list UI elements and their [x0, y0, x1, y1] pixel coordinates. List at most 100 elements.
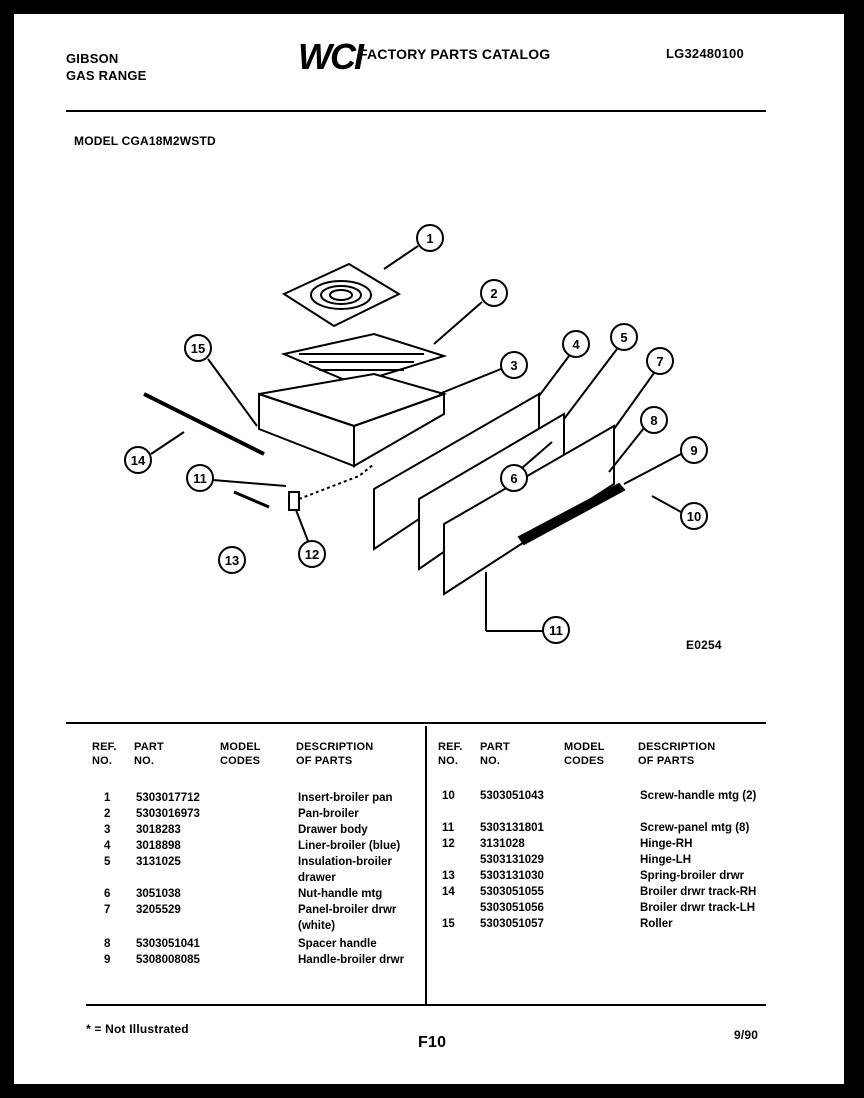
desc-cell: Spacer handle	[298, 938, 377, 950]
exploded-parts-diagram: 1 2 3 4 5 6 7 8 9 10 11 12 13 14 15 11	[124, 224, 708, 644]
header-model-codes-right: MODEL CODES	[564, 741, 605, 767]
page-number: F10	[418, 1034, 447, 1051]
brand-block: GIBSON GAS RANGE	[66, 50, 147, 84]
callout-9	[623, 436, 708, 485]
part-cell: 5303131029	[480, 854, 544, 866]
callout-label-7: 7	[656, 354, 663, 369]
header-model-codes: MODEL CODES	[220, 741, 261, 767]
callout-label-3: 3	[510, 358, 517, 373]
part-cell: 5303051055	[480, 886, 544, 898]
desc-cell: Handle-broiler drwr	[298, 954, 405, 966]
catalog-title: FACTORY PARTS CATALOG	[359, 46, 551, 62]
not-illustrated-note: * = Not Illustrated	[86, 1022, 189, 1036]
drawer-body	[258, 372, 448, 468]
callout-2	[433, 279, 508, 345]
table-divider	[425, 726, 427, 1006]
header-description: DESCRIPTION OF PARTS	[296, 741, 374, 767]
ref-cell: 5	[104, 856, 111, 868]
brand-name: GIBSON	[66, 51, 119, 66]
ref-cell: 13	[442, 870, 455, 882]
desc-cell: Insert-broiler pan	[298, 792, 393, 804]
hinge-dashed-line	[298, 463, 375, 500]
callout-label-1: 1	[426, 231, 433, 246]
callout-7	[613, 347, 674, 430]
ref-cell: 1	[104, 792, 111, 804]
hinge	[288, 491, 300, 511]
desc-cell: Roller	[640, 918, 673, 930]
header-part-right: PART NO.	[480, 741, 510, 767]
header-ref-right: REF. NO.	[438, 741, 463, 767]
part-cell: 5303131801	[480, 822, 544, 834]
ref-cell: 2	[104, 808, 111, 820]
ref-cell: 14	[442, 886, 455, 898]
callout-label-8: 8	[650, 413, 657, 428]
part-cell: 5303016973	[136, 808, 200, 820]
model-number: MODEL CGA18M2WSTD	[74, 134, 216, 148]
callout-label-10: 10	[687, 509, 701, 524]
callout-label-5: 5	[620, 330, 627, 345]
callout-label-4: 4	[572, 337, 580, 352]
spring-broiler-drawer	[233, 490, 270, 509]
ref-cell: 3	[104, 824, 111, 836]
header-description-right: DESCRIPTION OF PARTS	[638, 741, 716, 767]
part-cell: 5303051041	[136, 938, 200, 950]
part-cell: 5303131030	[480, 870, 544, 882]
callout-label-6: 6	[510, 471, 517, 486]
callout-label-9: 9	[690, 443, 697, 458]
callout-15	[184, 334, 258, 427]
part-cell: 5303051057	[480, 918, 544, 930]
header-part: PART NO.	[134, 741, 164, 767]
desc-cell: Drawer body	[298, 824, 368, 836]
callout-label-15: 15	[191, 341, 205, 356]
callout-label-13: 13	[225, 553, 239, 568]
catalog-number: LG32480100	[666, 46, 744, 61]
desc-cell: Broiler drwr track-RH	[640, 886, 757, 898]
callout-6	[500, 441, 553, 492]
part-cell: 3018283	[136, 824, 181, 836]
part-cell: 5303017712	[136, 792, 200, 804]
part-cell: 3131028	[480, 838, 525, 850]
product-type: GAS RANGE	[66, 68, 147, 83]
desc-cell: Spring-broiler drwr	[640, 870, 745, 882]
broiler-drawer-track	[143, 392, 265, 456]
part-cell: 3018898	[136, 840, 181, 852]
callout-label-14: 14	[131, 453, 146, 468]
callout-8	[608, 406, 668, 473]
diagram-code: E0254	[686, 638, 722, 652]
callout-label-12: 12	[305, 547, 319, 562]
desc-cell: Screw-handle mtg (2)	[640, 790, 757, 802]
desc-cell: Insulation-broiler drawer	[298, 856, 392, 884]
callout-label-2: 2	[490, 286, 497, 301]
part-cell: 3051038	[136, 888, 181, 900]
callout-5	[563, 323, 638, 420]
ref-cell: 11	[442, 822, 455, 834]
panel-broiler-drawer	[443, 424, 615, 596]
desc-cell: Hinge-RH	[640, 838, 693, 850]
callout-label-11-lower: 11	[549, 623, 563, 638]
wci-logo: WCI	[298, 36, 364, 77]
part-cell: 5308008085	[136, 954, 200, 966]
callout-14	[124, 431, 185, 474]
desc-cell: Hinge-LH	[640, 854, 692, 866]
desc-cell: Pan-broiler	[298, 808, 359, 820]
callout-12	[295, 509, 326, 568]
callout-10	[651, 495, 708, 530]
desc-cell: Panel-broiler drwr (white)	[298, 904, 397, 932]
ref-cell: 6	[104, 888, 111, 900]
ref-cell: 10	[442, 790, 455, 802]
ref-cell: 4	[104, 840, 111, 852]
table-top-rule	[66, 722, 766, 724]
header-rule	[66, 110, 766, 112]
broiler-pan	[280, 332, 448, 386]
catalog-date: 9/90	[734, 1028, 759, 1042]
desc-cell: Nut-handle mtg	[298, 888, 383, 900]
callout-1	[383, 224, 444, 270]
ref-cell: 9	[104, 954, 111, 966]
part-cell: 3205529	[136, 904, 181, 916]
handle-broiler-drawer	[517, 482, 626, 546]
broiler-pan-insert	[281, 262, 402, 328]
callout-label-11-upper: 11	[193, 471, 207, 486]
part-cell: 3131025	[136, 856, 181, 868]
ref-cell: 7	[104, 904, 111, 916]
header-ref: REF. NO.	[92, 741, 117, 767]
